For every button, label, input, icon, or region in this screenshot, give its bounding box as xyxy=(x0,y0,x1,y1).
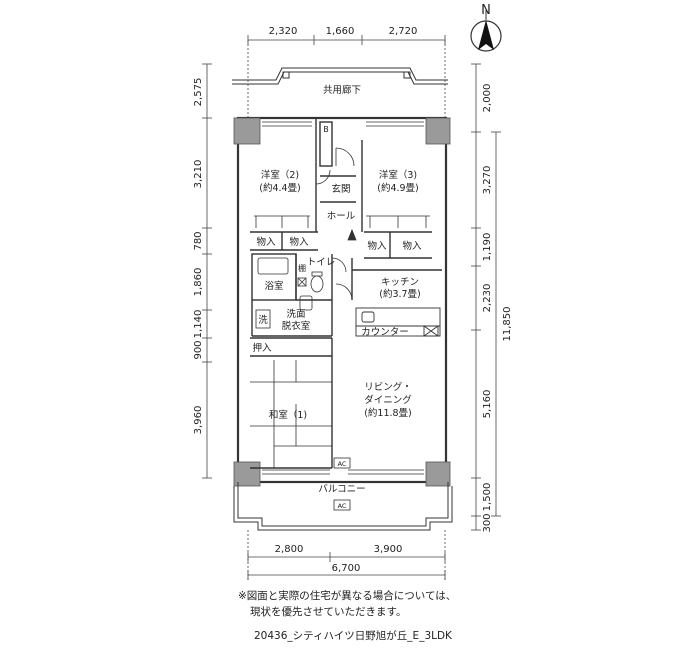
western-room-3-name: 洋室（3) xyxy=(379,169,417,181)
ac-label-1: AC xyxy=(338,460,347,468)
living-size: (約11.8畳) xyxy=(364,407,412,419)
western-room-2-size: (約4.4畳) xyxy=(259,182,301,194)
living-label-2: ダイニング xyxy=(364,394,412,406)
dim-right-total: 11,850 xyxy=(502,307,513,342)
utility-boxes xyxy=(255,277,313,329)
dim-left-4: 1,860 xyxy=(193,268,204,297)
dim-top-2: 1,660 xyxy=(326,26,355,37)
living-label-1: リビング・ xyxy=(364,381,412,393)
dim-top-1: 2,320 xyxy=(269,26,298,37)
kitchen-size: (約3.7畳) xyxy=(379,288,421,300)
corridor-label: 共用廊下 xyxy=(323,84,361,96)
washroom-label-2: 脱衣室 xyxy=(282,320,311,332)
washer-label: 洗 xyxy=(258,314,268,326)
right-dimension-labels: 2,000 3,270 1,190 2,230 5,160 1,500 300 … xyxy=(482,84,513,533)
dim-bottom-2: 3,900 xyxy=(374,544,403,555)
storage-label-1: 物入 xyxy=(256,236,276,248)
dim-bottom-total: 6,700 xyxy=(332,563,361,574)
dim-right-5: 5,160 xyxy=(482,390,493,419)
bath-label: 浴室 xyxy=(264,280,283,292)
disclaimer-line-2: 現状を優先させていただきます。 xyxy=(250,606,407,618)
storage-label-3: 物入 xyxy=(367,240,387,252)
dim-right-3: 1,190 xyxy=(482,233,493,262)
dim-left-1: 2,575 xyxy=(193,78,204,107)
outer-walls xyxy=(236,116,448,484)
compass-label: N xyxy=(481,3,491,18)
bathtub-icon xyxy=(257,257,289,275)
kitchen-name: キッチン xyxy=(381,277,419,288)
door-swings xyxy=(315,147,357,301)
western-room-3-size: (約4.9畳) xyxy=(377,182,419,194)
ac-label-2: AC xyxy=(338,502,347,510)
washroom-label-1: 洗面 xyxy=(286,308,305,320)
dim-right-2: 3,270 xyxy=(482,166,493,195)
disclaimer-line-1: ※図面と実際の住宅が異なる場合については、 xyxy=(238,590,457,602)
entrance-label: 玄関 xyxy=(331,183,350,195)
tatami-pattern xyxy=(250,360,332,468)
dim-left-6: 900 xyxy=(193,340,204,359)
storage-label-4: 物入 xyxy=(402,240,422,252)
dim-left-7: 3,960 xyxy=(193,406,204,435)
dim-left-5: 1,140 xyxy=(193,310,204,339)
right-dimension-line xyxy=(471,63,501,531)
ac-units xyxy=(333,457,351,511)
corridor-outline xyxy=(232,67,448,85)
dim-right-4: 2,230 xyxy=(482,284,493,313)
closet-label: 押入 xyxy=(252,342,272,354)
bottom-dimension-line xyxy=(247,530,446,580)
left-dimension-labels: 2,575 3,210 780 1,860 1,140 900 3,960 xyxy=(193,78,204,435)
sliding-door-marks xyxy=(254,215,430,228)
plan-code: 20436_シティハイツ日野旭が丘_E_3LDK xyxy=(254,630,452,642)
dim-right-7: 300 xyxy=(482,513,493,532)
top-dimension-line xyxy=(247,35,446,118)
b-shaft-label: B xyxy=(323,125,329,134)
balcony-label: バルコニー xyxy=(318,484,365,495)
bottom-windows xyxy=(262,469,424,475)
shelf-label: 棚 xyxy=(298,263,306,273)
storage-label-2: 物入 xyxy=(289,236,309,248)
balcony-outline xyxy=(233,482,453,531)
japanese-room-name: 和室（1) xyxy=(269,409,307,421)
dim-left-3: 780 xyxy=(193,231,204,250)
left-dimension-line xyxy=(202,63,212,479)
toilet-label: トイレ xyxy=(307,257,336,268)
dim-bottom-1: 2,800 xyxy=(275,544,304,555)
kitchen-counter xyxy=(355,307,441,337)
hall-label: ホール xyxy=(327,211,356,222)
toilet-icon xyxy=(310,271,324,293)
western-room-2-name: 洋室（2) xyxy=(261,169,299,181)
dim-right-6: 1,500 xyxy=(482,483,493,512)
dim-right-1: 2,000 xyxy=(482,84,493,113)
counter-label: カウンター xyxy=(361,327,409,338)
dim-top-3: 2,720 xyxy=(389,26,418,37)
dim-left-2: 3,210 xyxy=(193,160,204,189)
north-compass-icon: N xyxy=(470,3,502,52)
top-windows xyxy=(262,121,424,127)
